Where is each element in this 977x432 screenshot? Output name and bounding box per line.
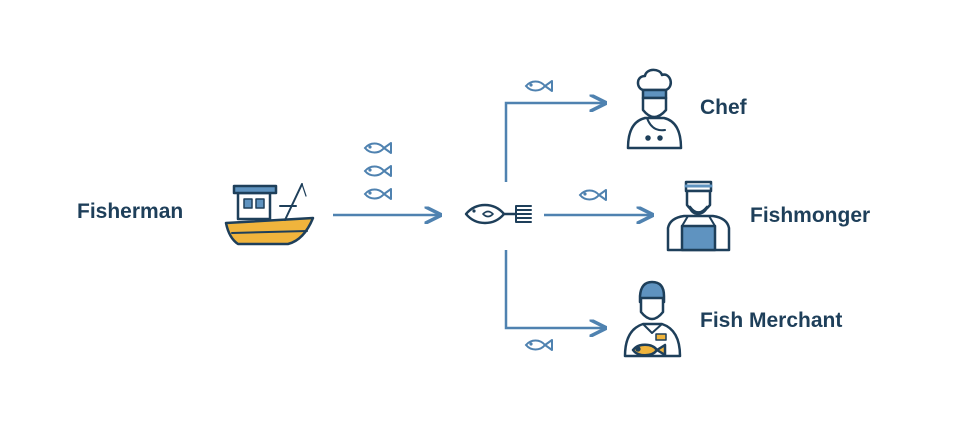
fish-merchant-label: Fish Merchant — [700, 309, 843, 332]
chef-icon — [626, 68, 683, 150]
fishing-boat-icon — [224, 183, 315, 246]
chef-label: Chef — [700, 96, 747, 119]
arrow-hub-to-chef — [504, 103, 605, 182]
fish-icon — [579, 189, 607, 201]
fishmonger-icon — [666, 180, 731, 252]
fish-icon — [525, 80, 553, 92]
fish-merchant-icon — [623, 280, 682, 358]
fish-with-fork-icon — [464, 203, 532, 225]
fish-icon — [525, 339, 553, 351]
fisherman-label: Fisherman — [77, 200, 184, 223]
arrow-hub-to-merchant — [504, 250, 605, 328]
fish-icon — [364, 142, 392, 200]
fishmonger-label: Fishmonger — [750, 204, 871, 227]
